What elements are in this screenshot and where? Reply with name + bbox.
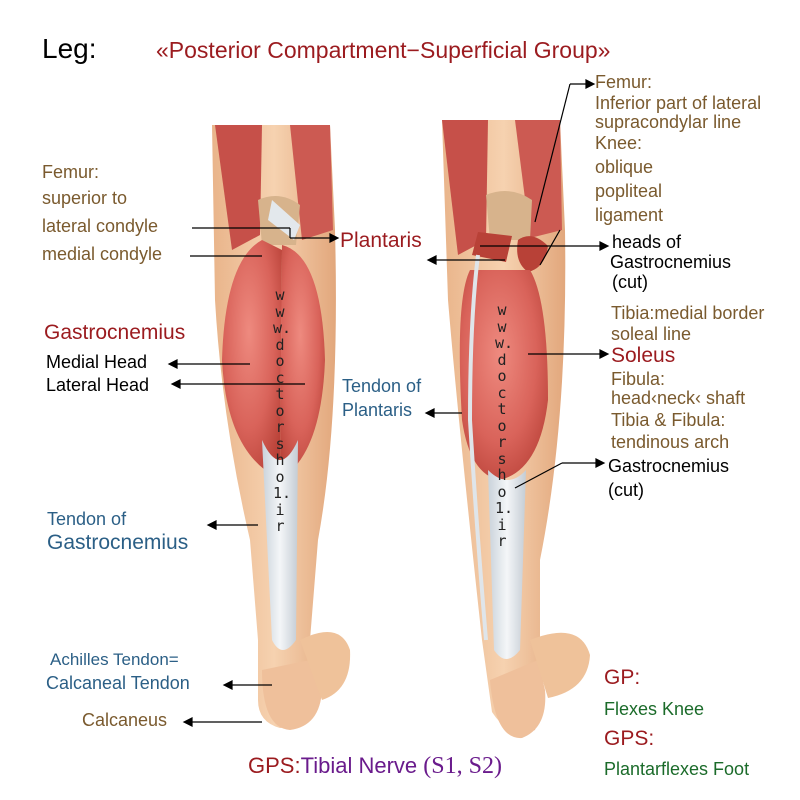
label-femur-right-l2: Inferior part of lateral	[595, 94, 761, 113]
right-popliteal-fossa	[486, 191, 532, 240]
label-tibia-l2: soleal line	[611, 325, 691, 344]
label-tibfib-l2: tendinous arch	[611, 433, 729, 452]
label-calcaneus: Calcaneus	[82, 711, 167, 730]
arrowhead-tendon-plantaris	[426, 409, 434, 417]
label-gp: GP:	[604, 667, 640, 689]
arrowhead-right-femur	[586, 80, 594, 88]
label-fibula-l2: head‹neck‹ shaft	[611, 389, 745, 408]
label-medial-head: Medial Head	[46, 353, 147, 372]
right-leg	[442, 120, 590, 738]
label-lateral-head: Lateral Head	[46, 376, 149, 395]
label-tendon-plantaris-l1: Tendon of	[342, 377, 421, 396]
label-femur-left-l3: lateral condyle	[42, 217, 158, 236]
label-knee-l2: oblique	[595, 158, 653, 177]
label-gp-action: Flexes Knee	[604, 700, 704, 719]
label-tendon-gastro-l1: Tendon of	[47, 510, 126, 529]
label-gps: GPS:	[604, 728, 654, 750]
arrowhead-lateral-head	[172, 380, 180, 388]
label-knee: Knee:	[595, 134, 642, 153]
title-group: «Posterior Compartment−Superficial Group…	[156, 38, 610, 62]
label-plantaris: Plantaris	[340, 230, 422, 252]
innervation-prefix: GPS:	[248, 753, 301, 778]
watermark-left: www.doctorsho1.ir	[273, 287, 287, 535]
label-femur-right-l3: supracondylar line	[595, 113, 741, 132]
label-heads-l2: Gastrocnemius	[610, 253, 731, 272]
arrowhead-medial-head	[169, 360, 177, 368]
watermark-right: www.doctorsho1.ir	[495, 302, 509, 550]
label-innervation: GPS:Tibial Nerve (S1, S2)	[248, 754, 502, 779]
label-femur-left-l2: superior to	[42, 189, 127, 208]
arrowhead-gastro-cut	[596, 459, 604, 467]
arrowhead-heads	[600, 242, 608, 250]
label-gastro-cut-l2: (cut)	[608, 481, 644, 500]
label-medial-condyle: medial condyle	[42, 245, 162, 264]
label-heads-l1: heads of	[612, 233, 681, 252]
label-tendon-gastro-l2: Gastrocnemius	[47, 532, 188, 554]
arrowhead-soleus	[600, 350, 608, 358]
arrowhead-calcaneus	[184, 718, 192, 726]
label-achilles-l2: Calcaneal Tendon	[46, 674, 190, 693]
arrowhead-tendon-gastro	[208, 521, 216, 529]
label-femur-left: Femur:	[42, 163, 99, 182]
arrowhead-achilles	[224, 681, 232, 689]
label-tibia: Tibia:medial border	[611, 304, 764, 323]
label-knee-l3: popliteal	[595, 182, 662, 201]
label-gastro-cut-l1: Gastrocnemius	[608, 457, 729, 476]
innervation-nerve: Tibial Nerve	[301, 753, 418, 778]
label-achilles-l1: Achilles Tendon=	[50, 651, 179, 669]
label-femur-right: Femur:	[595, 73, 652, 92]
label-heads-l3: (cut)	[612, 273, 648, 292]
label-tendon-plantaris-l2: Plantaris	[342, 401, 412, 420]
label-knee-l4: ligament	[595, 206, 663, 225]
label-soleus: Soleus	[611, 345, 675, 367]
label-gastrocnemius: Gastrocnemius	[44, 322, 185, 344]
label-fibula: Fibula:	[611, 370, 665, 389]
innervation-roots: (S1, S2)	[423, 753, 502, 779]
label-gps-action: Plantarflexes Foot	[604, 760, 749, 779]
label-tibfib: Tibia & Fibula:	[611, 411, 725, 430]
title-region: Leg:	[42, 34, 97, 63]
arrowhead-plantaris-right	[428, 256, 436, 264]
